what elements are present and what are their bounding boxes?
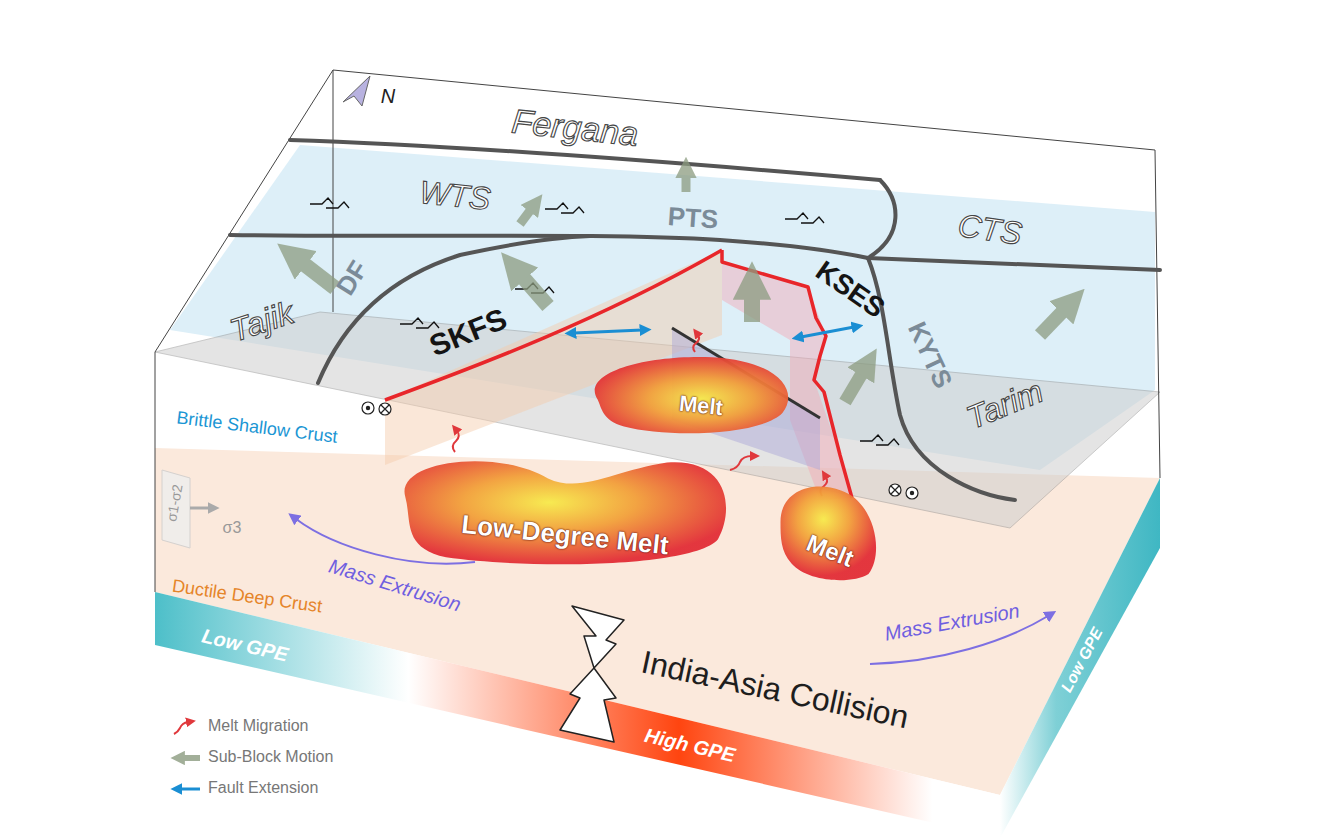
- fault-name: SKFS: [425, 302, 512, 363]
- region-name: WTS: [418, 175, 492, 217]
- gpe-label: High GPE: [643, 724, 738, 766]
- collision-symbol: [560, 606, 624, 742]
- legend-text: Melt Migration: [208, 717, 308, 735]
- fault-name: KYTS: [902, 318, 957, 393]
- flow-label: Mass Extrusion: [326, 554, 463, 615]
- map-surface: [170, 145, 1155, 470]
- legend-sample: [168, 716, 204, 738]
- melt-body: Low-Degree Melt: [395, 448, 735, 570]
- melt-outline: [781, 487, 877, 581]
- gpe-label: Low GPE: [1058, 625, 1107, 695]
- stress-label: σ3: [223, 519, 242, 537]
- legend-text: Fault Extension: [208, 779, 318, 797]
- stress-icon: [162, 470, 210, 548]
- north-arrow: [343, 76, 370, 106]
- fault-name: DF: [331, 256, 374, 301]
- melt-shape: [395, 448, 735, 570]
- north-label: N: [381, 85, 395, 107]
- fault-name: KSES: [810, 256, 890, 325]
- layer-label: Brittle Shallow Crust: [175, 408, 338, 447]
- stress-label: σ1-σ2: [164, 483, 186, 523]
- legend-arrow: [180, 788, 200, 791]
- melt-label: Melt: [678, 391, 724, 420]
- box-frame: [155, 70, 1160, 592]
- legend-arrow: [182, 755, 200, 761]
- region-name: CTS: [956, 208, 1024, 252]
- region-name: Tarim: [962, 374, 1048, 436]
- melt-body: Melt: [580, 350, 800, 440]
- legend-arrow: [174, 722, 188, 734]
- gpe-side-band: [1000, 478, 1160, 838]
- flow-label: Mass Extrusion: [883, 599, 1021, 644]
- legend-sample: [168, 778, 204, 800]
- region-name: Fergana: [510, 103, 640, 153]
- gpe-front-band: [155, 592, 1000, 838]
- process-label: India-Asia Collision: [638, 645, 911, 736]
- legend-text: Sub-Block Motion: [208, 748, 333, 766]
- region-name: Tajik: [226, 295, 298, 348]
- melt-body: Melt: [775, 480, 885, 584]
- active-faults: [385, 250, 852, 498]
- fault-extension-arrows: [574, 327, 854, 337]
- gpe-label: Low GPE: [200, 624, 290, 665]
- thrust-symbols: [310, 198, 899, 445]
- fault-lines: [230, 140, 1160, 500]
- legend-sample: [168, 747, 204, 769]
- layer-label: Ductile Deep Crust: [171, 577, 323, 618]
- melt-outline: [404, 461, 726, 564]
- melt-outline: [595, 357, 789, 433]
- melt-shape: [775, 480, 885, 584]
- fault-name: PTS: [667, 202, 719, 234]
